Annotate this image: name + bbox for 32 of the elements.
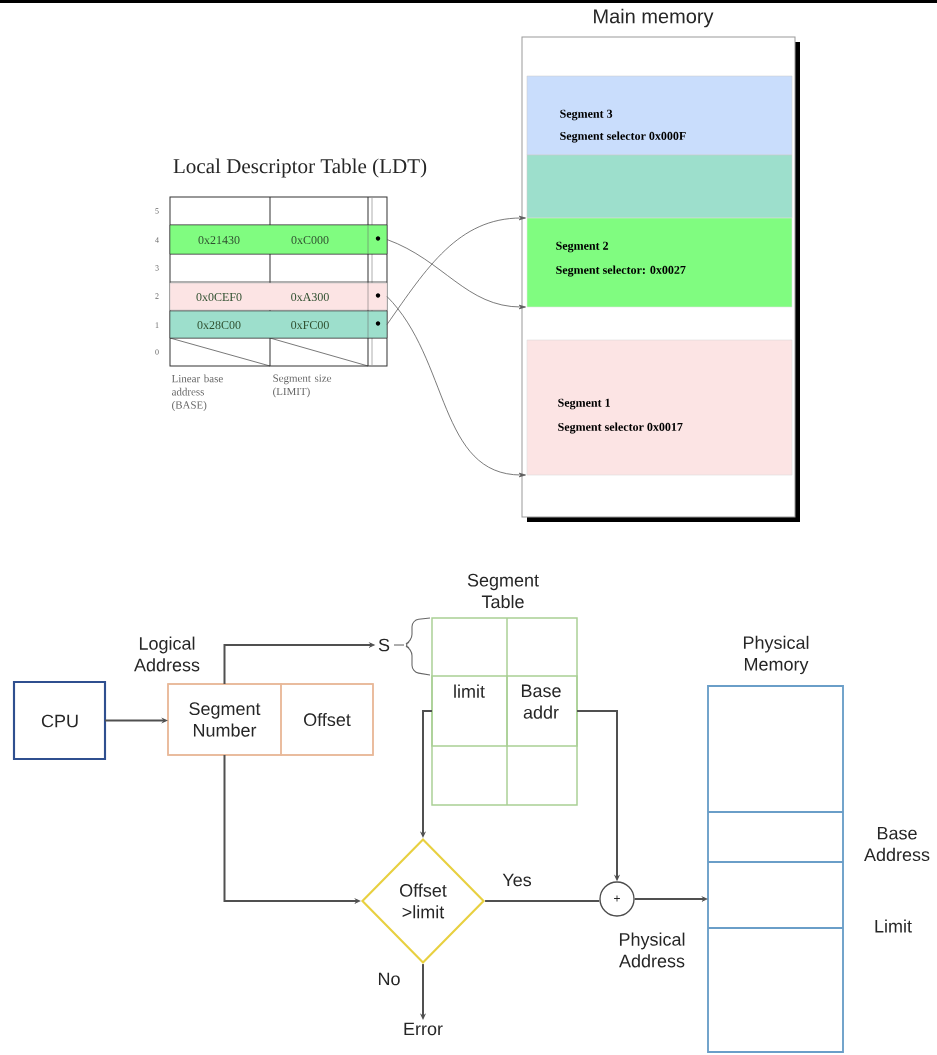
row-index: 4 — [155, 237, 159, 243]
edge-label: No — [376, 971, 402, 987]
table-title: Segment Table — [467, 573, 539, 609]
table-row: 0x0CEF0 0xA300 — [169, 282, 388, 311]
region-label: Limit — [875, 919, 912, 933]
edge-label: Yes — [501, 872, 533, 888]
row-index: 2 — [155, 293, 159, 299]
box-title: Physical Memory — [743, 635, 809, 675]
cpu-box: CPU — [12, 680, 107, 761]
arrow — [386, 215, 526, 325]
row-index: 5 — [155, 208, 159, 214]
result-text: Error — [404, 1022, 443, 1036]
table-row: 0x28C00 0xFC00 — [169, 310, 388, 339]
table-cell: Base addr — [506, 675, 578, 747]
box-title: Logical Address — [134, 636, 200, 672]
address-field: Offset — [280, 683, 374, 756]
table-row: 0x21430 0xC000 — [169, 224, 388, 255]
address-field: Segment Number — [167, 683, 282, 756]
column-label: Linear base address (BASE) — [171, 374, 223, 411]
table-cell: limit — [431, 675, 508, 747]
row-index: 1 — [155, 322, 159, 328]
row-index: 3 — [155, 265, 159, 271]
table-title: Local Descriptor Table (LDT) — [173, 158, 427, 178]
connector-line — [484, 900, 601, 902]
selector-text: S — [378, 638, 390, 652]
node-caption: Physical Address — [619, 932, 685, 968]
arrow — [386, 239, 526, 310]
row-index: 0 — [155, 349, 159, 355]
column-label: Segment size (LIMIT) — [273, 374, 332, 398]
arrow — [386, 296, 526, 478]
region-label: Base Address — [864, 826, 930, 862]
memory-title: Main memory — [594, 8, 714, 28]
